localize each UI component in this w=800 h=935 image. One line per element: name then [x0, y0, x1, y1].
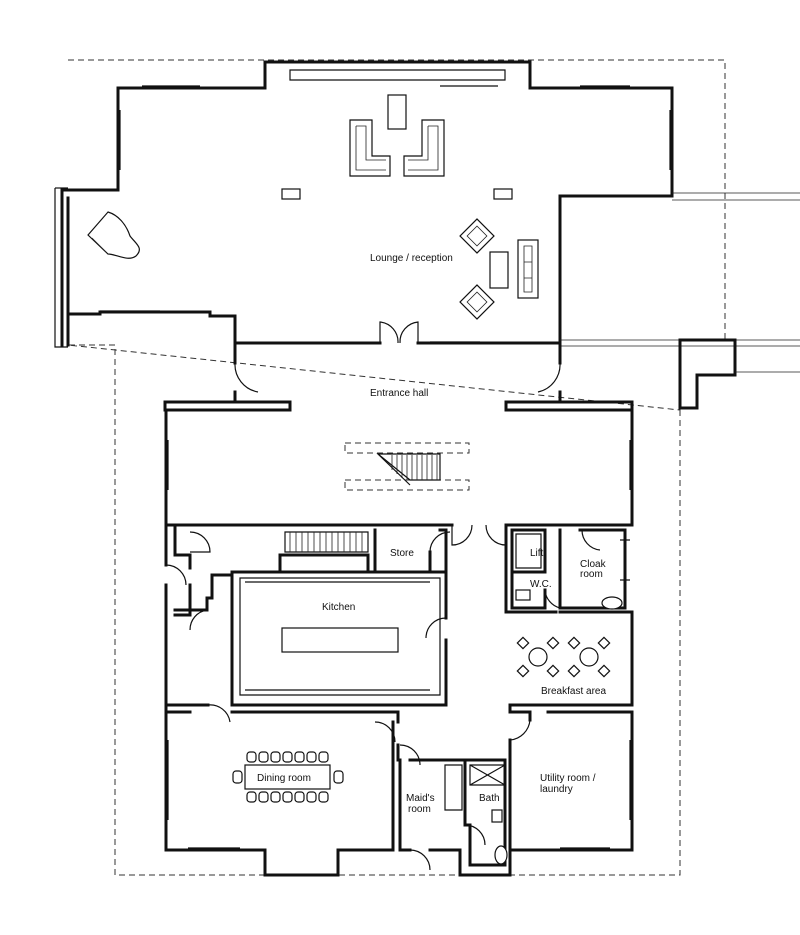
room-label-cloak-1: Cloak: [580, 559, 607, 570]
room-label-store: Store: [390, 548, 414, 559]
room-label-bath: Bath: [479, 793, 500, 804]
room-label-kitchen: Kitchen: [322, 602, 355, 613]
utility-walls: [508, 710, 634, 852]
entrance-walls: [163, 341, 634, 527]
service-stair: [284, 531, 369, 553]
kitchen-doors[interactable]: [165, 524, 507, 723]
lounge-double-door[interactable]: [379, 321, 419, 344]
maids-walls: [396, 743, 512, 877]
dining-table: [232, 751, 344, 803]
piano-icon: [87, 211, 140, 259]
room-label-utility-1: Utility room /: [540, 773, 596, 784]
room-label-dining: Dining room: [257, 773, 311, 784]
dining-walls: [164, 703, 400, 877]
kitchen-island: [281, 627, 399, 653]
room-label-cloak-2: room: [580, 569, 603, 580]
balcony-pier: [678, 338, 737, 410]
breakfast-table-right: [567, 636, 611, 678]
room-label-lift: Lift: [530, 548, 544, 559]
room-label-maids-1: Maid's: [406, 793, 435, 804]
sofa-set-top: [281, 94, 513, 200]
staircase: [344, 442, 470, 491]
kitchen-walls: [164, 523, 448, 707]
breakfast-walls: [508, 610, 634, 714]
breakfast-table-left: [516, 636, 560, 678]
room-label-lounge: Lounge / reception: [370, 253, 453, 264]
roof-outline: [67, 59, 726, 876]
service-core-walls: [504, 523, 634, 614]
room-label-maids-2: room: [408, 804, 431, 815]
room-label-breakfast: Breakfast area: [541, 686, 606, 697]
room-label-utility-2: laundry: [540, 784, 573, 795]
room-label-entrance: Entrance hall: [370, 388, 428, 399]
sofa-set-right: [459, 218, 539, 320]
room-label-wc: W.C.: [530, 579, 552, 590]
lounge-walls: [54, 60, 800, 348]
